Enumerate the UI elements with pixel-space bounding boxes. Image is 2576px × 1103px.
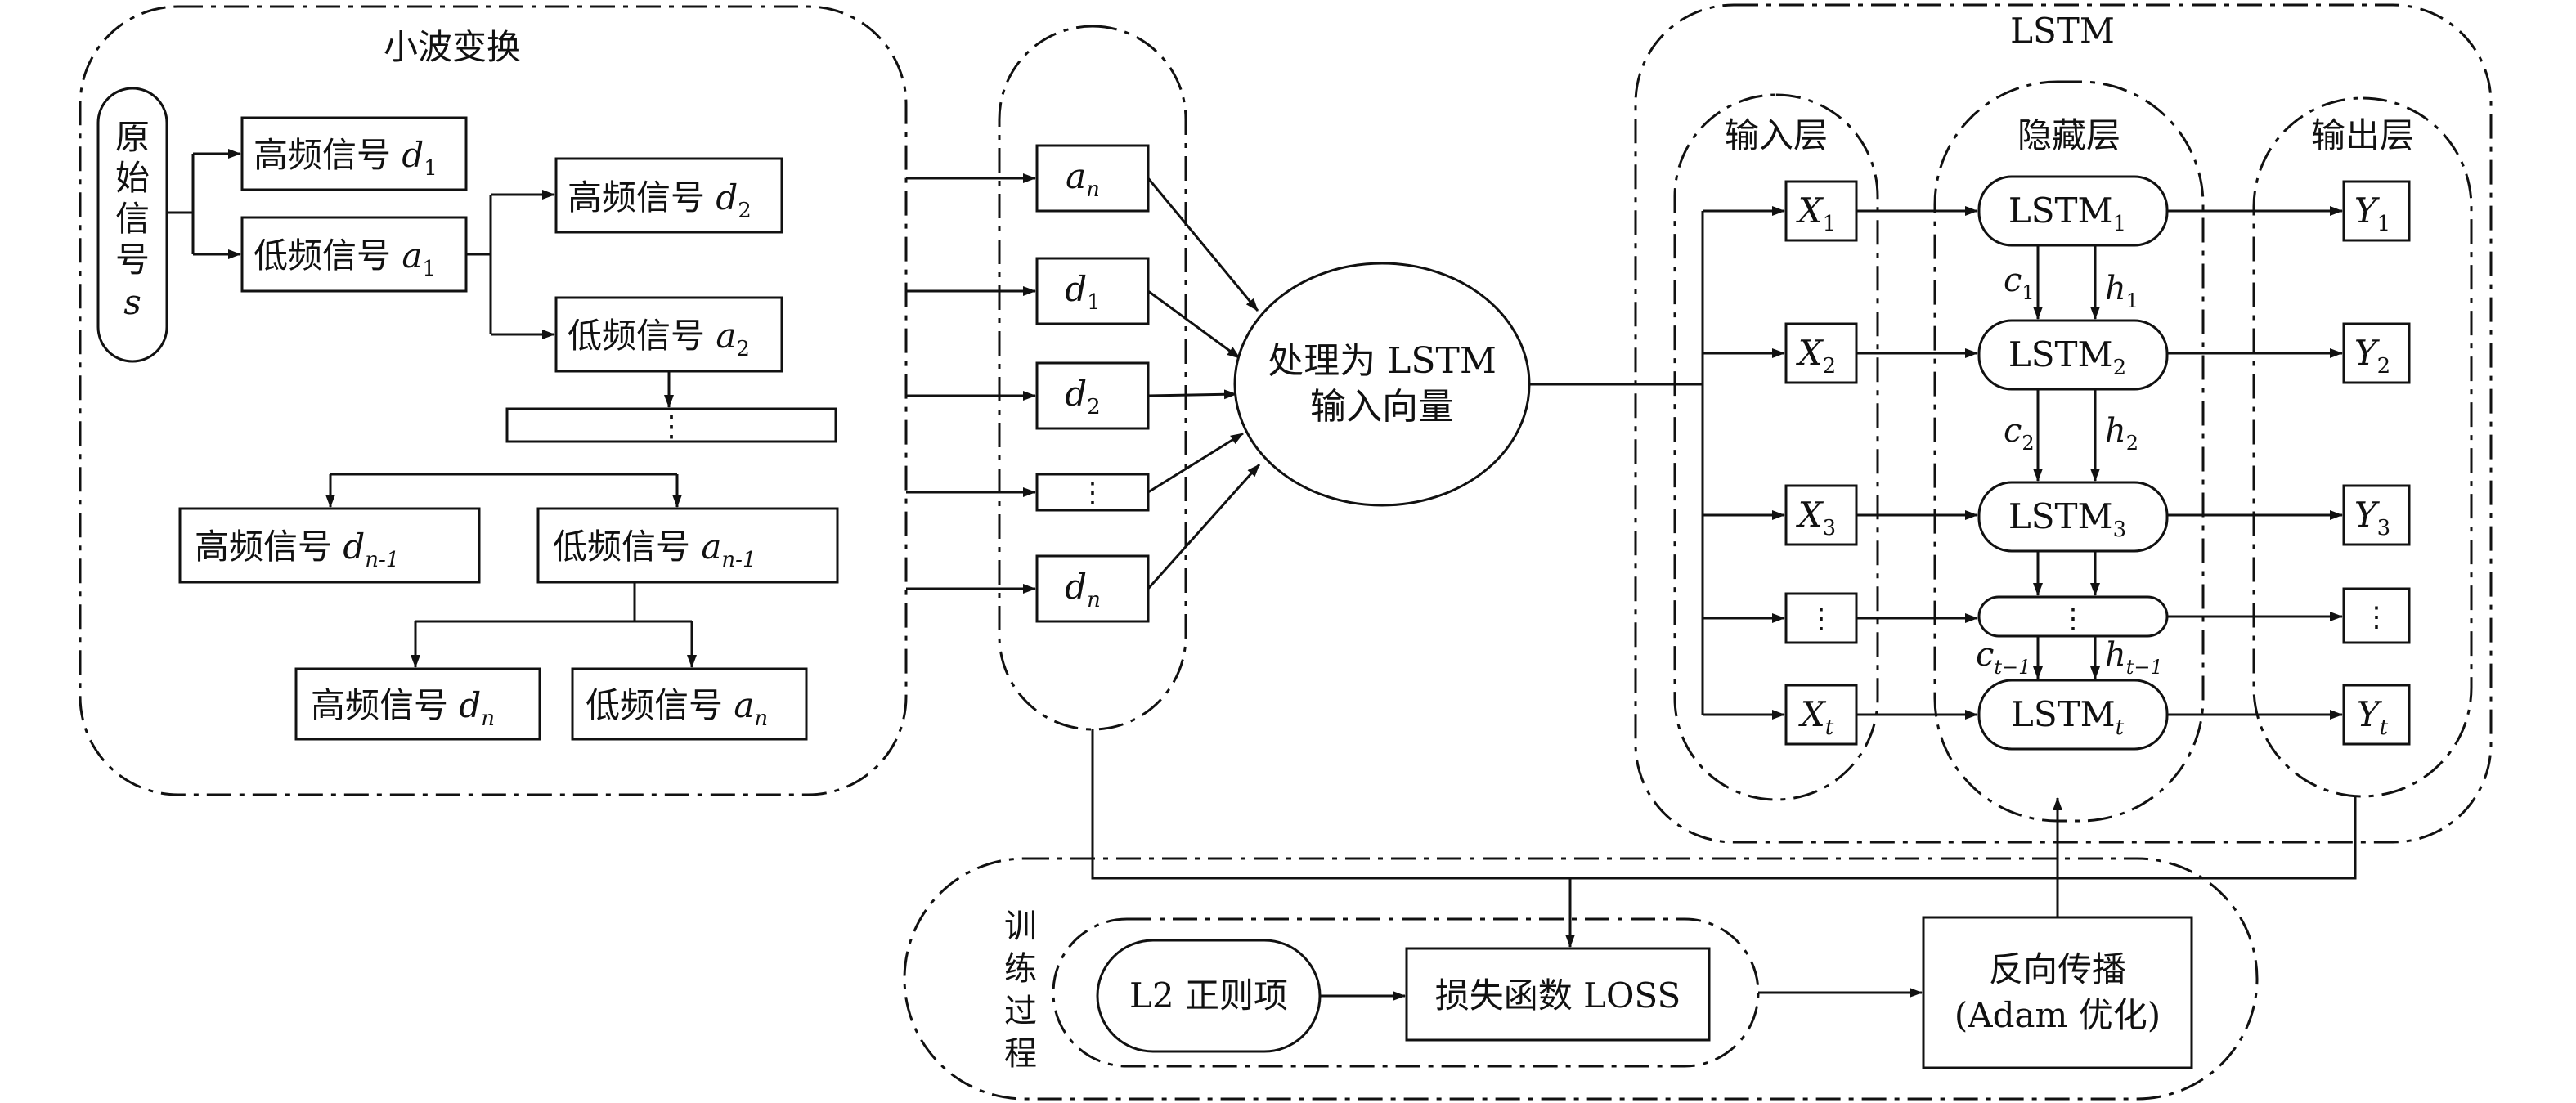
lstm-cell-ellipsis-label: ⋮ bbox=[2059, 603, 2087, 635]
lf-an-label: 低频信号 an bbox=[586, 685, 768, 731]
component-an-label: an bbox=[1066, 156, 1100, 202]
output-ellipsis: ⋮ bbox=[2363, 601, 2390, 634]
input-x1-label: X1 bbox=[1796, 191, 1836, 236]
lstm-cell-t-label: LSTMt bbox=[2011, 694, 2125, 740]
ct1-label: ct−1 bbox=[1976, 636, 2031, 679]
loss-label: 损失函数 LOSS bbox=[1435, 975, 1681, 1016]
output-ellipsis-box bbox=[2342, 587, 2411, 644]
backprop-line1: 反向传播 bbox=[1989, 949, 2126, 989]
component-an-box bbox=[1035, 144, 1150, 213]
output-layer-border bbox=[2252, 96, 2473, 798]
backprop-box bbox=[1922, 916, 2193, 1069]
c1-label: c1 bbox=[2004, 262, 2035, 304]
lstm-title: LSTM bbox=[2010, 11, 2115, 51]
input-xt-label: Xt bbox=[1798, 694, 1834, 740]
wavelet-ellipsis-bar bbox=[505, 407, 837, 443]
lf-an-box bbox=[571, 667, 808, 741]
c2-label: c2 bbox=[2004, 412, 2035, 455]
lstm-group-border bbox=[1634, 3, 2493, 844]
training-group-border bbox=[903, 857, 2259, 1101]
source-char-4: 号 bbox=[115, 240, 150, 280]
training-char-3: 过 bbox=[1004, 993, 1037, 1030]
lstm-cell-3-label: LSTM3 bbox=[2008, 496, 2126, 542]
lf-a2-label: 低频信号 a2 bbox=[568, 316, 750, 361]
process-node bbox=[1233, 262, 1531, 507]
loss-function-box bbox=[1405, 947, 1711, 1042]
output-yt-label: Yt bbox=[2357, 694, 2389, 740]
output-y2-box bbox=[2342, 322, 2411, 384]
source-var: s bbox=[123, 282, 141, 322]
wavelet-ellipsis: ⋮ bbox=[657, 410, 686, 443]
source-char-2: 始 bbox=[115, 158, 150, 198]
hf-d2-box bbox=[554, 157, 783, 234]
output-y3-label: Y3 bbox=[2354, 495, 2390, 540]
component-d2-label: d2 bbox=[1065, 374, 1100, 419]
training-char-2: 练 bbox=[1004, 950, 1037, 988]
hidden-layer-label: 隐藏层 bbox=[2017, 115, 2120, 155]
lf-an1-box bbox=[536, 507, 839, 584]
hf-d1-box bbox=[240, 116, 468, 191]
input-x3-label: X3 bbox=[1796, 495, 1836, 540]
backprop-line2: (Adam 优化) bbox=[1954, 995, 2161, 1035]
output-y1-label: Y1 bbox=[2354, 191, 2390, 236]
hidden-layer-border bbox=[1933, 80, 2205, 823]
hf-dn1-label: 高频信号 dn-1 bbox=[195, 527, 399, 572]
ht1-label: ht−1 bbox=[2105, 636, 2163, 679]
h2-label: h2 bbox=[2105, 412, 2138, 455]
l2-label: L2 正则项 bbox=[1129, 975, 1288, 1016]
loss-group-border bbox=[1052, 917, 1760, 1068]
output-yt-box bbox=[2342, 684, 2411, 746]
component-ellipsis-box bbox=[1035, 473, 1150, 512]
input-x3-box bbox=[1784, 484, 1858, 546]
input-layer-border bbox=[1673, 93, 1879, 801]
process-line2: 输入向量 bbox=[1310, 386, 1454, 428]
input-x2-label: X2 bbox=[1796, 333, 1836, 379]
hidden-to-output-arrows bbox=[2167, 206, 2343, 720]
wavelet-connectors bbox=[167, 149, 697, 668]
wavelet-group-border bbox=[79, 5, 908, 796]
lstm-cell-2-label: LSTM2 bbox=[2008, 334, 2126, 380]
components-to-process-arrows bbox=[1147, 177, 1261, 590]
hidden-state-arrows bbox=[2033, 245, 2100, 679]
output-y1-box bbox=[2342, 180, 2411, 242]
components-connectors bbox=[906, 173, 1036, 594]
lstm-cell-1-label: LSTM1 bbox=[2008, 191, 2126, 236]
lstm-cell-3 bbox=[1977, 481, 2169, 553]
lf-a2-box bbox=[554, 296, 783, 373]
lstm-cell-2 bbox=[1977, 319, 2169, 391]
source-signal-node bbox=[96, 87, 168, 363]
component-dn-label: dn bbox=[1065, 567, 1101, 612]
hf-dn1-box bbox=[178, 507, 481, 584]
training-char-4: 程 bbox=[1004, 1035, 1037, 1073]
component-d1-label: d1 bbox=[1065, 269, 1100, 315]
lf-a1-label: 低频信号 a1 bbox=[254, 235, 436, 281]
source-char-1: 原 bbox=[115, 117, 150, 157]
process-to-inputs-connectors bbox=[1529, 206, 1785, 720]
wavelet-title: 小波变换 bbox=[384, 27, 521, 67]
training-char-1: 训 bbox=[1004, 908, 1037, 945]
process-line1: 处理为 LSTM bbox=[1268, 340, 1497, 382]
hf-d1-label: 高频信号 d1 bbox=[254, 135, 438, 181]
output-layer-label: 输出层 bbox=[2311, 115, 2414, 155]
input-to-hidden-arrows bbox=[1856, 206, 1978, 720]
component-ellipsis: ⋮ bbox=[1079, 477, 1106, 509]
source-char-3: 信 bbox=[115, 199, 150, 239]
hf-dn-label: 高频信号 dn bbox=[311, 685, 495, 731]
component-d2-box bbox=[1035, 361, 1150, 430]
output-y3-box bbox=[2342, 484, 2411, 546]
components-group-border bbox=[998, 25, 1187, 731]
hf-d2-label: 高频信号 d2 bbox=[568, 177, 752, 223]
output-y2-label: Y2 bbox=[2354, 333, 2390, 379]
lf-an1-label: 低频信号 an-1 bbox=[553, 527, 756, 572]
component-d1-box bbox=[1035, 257, 1150, 325]
hf-dn-box bbox=[294, 667, 541, 741]
input-ellipsis: ⋮ bbox=[1807, 603, 1835, 635]
training-connectors bbox=[1091, 729, 2357, 1001]
h1-label: h1 bbox=[2105, 270, 2138, 312]
input-layer-label: 输入层 bbox=[1725, 115, 1828, 155]
input-ellipsis-box bbox=[1784, 592, 1858, 644]
